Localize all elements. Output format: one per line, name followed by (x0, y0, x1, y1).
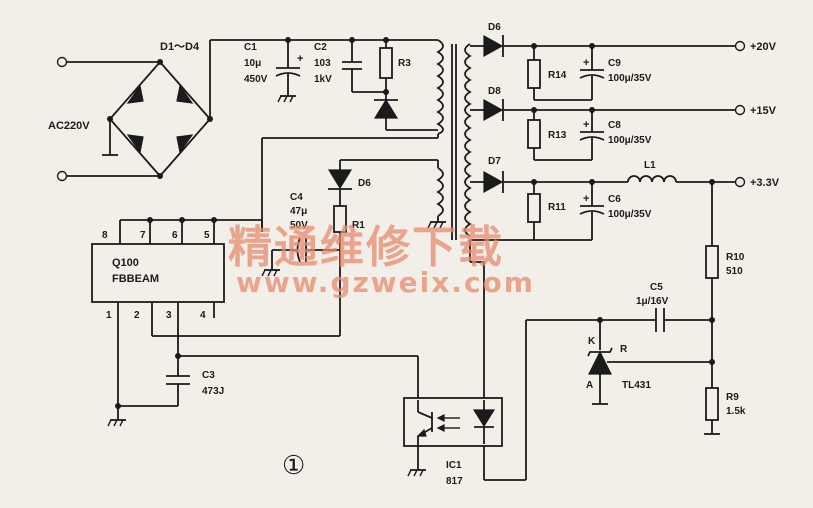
c4-name: C4 (290, 192, 303, 203)
c8-name: C8 (608, 120, 621, 131)
q100-pin2: 2 (134, 310, 140, 321)
d6-mid-label: D6 (358, 178, 371, 189)
r10-name: R10 (726, 252, 745, 263)
bridge-diode-3 (126, 134, 144, 154)
q100-pin7: 7 (140, 230, 146, 241)
r14-label: R14 (548, 70, 567, 81)
bridge-label: D1～D4 (160, 41, 200, 53)
svg-text:+: + (583, 119, 589, 131)
r9-name: R9 (726, 392, 739, 403)
r13-label: R13 (548, 130, 567, 141)
r11-label: R11 (548, 202, 566, 213)
output-3v3-label: +3.3V (750, 177, 780, 189)
feedback-network: R10 510 R9 1.5k C5 1μ/16V K R A TL431 (483, 182, 746, 481)
output-15v: + D8 R13 C8 100μ/35V +15V (470, 86, 777, 161)
svg-text:+: + (297, 53, 303, 65)
diode-d8 (483, 98, 504, 122)
c2-voltage: 1kV (314, 74, 332, 85)
capacitor-c1: + C1 10μ 450V (244, 37, 303, 103)
svg-text:+: + (583, 57, 589, 69)
bridge-diode-1 (126, 84, 144, 104)
c4-voltage: 50V (290, 220, 308, 231)
capacitor-c3: C3 473J (107, 353, 419, 427)
diode-d7 (483, 170, 504, 194)
q100-pin5: 5 (204, 230, 210, 241)
r3-label: R3 (398, 58, 411, 69)
output-20v-label: +20V (750, 41, 777, 53)
r1-label: R1 (352, 220, 365, 231)
resistor-r13 (527, 119, 541, 149)
tl431-a: A (586, 380, 593, 391)
q100-pin3: 3 (166, 310, 172, 321)
aux-feed: D6 R1 (327, 159, 446, 250)
c2-value: 103 (314, 58, 331, 69)
watermark-cn: 精通维修下载 (228, 222, 504, 273)
c5-name: C5 (650, 282, 663, 293)
svg-text:+: + (583, 193, 589, 205)
transformer (436, 39, 472, 240)
d6-top-label: D6 (488, 22, 501, 33)
figure-number: ① (282, 451, 305, 481)
c9-value: 100μ/35V (608, 73, 652, 84)
bridge-rectifier: D1～D4 (102, 39, 438, 179)
aux-diode-d6 (327, 169, 353, 190)
tl431-k: K (588, 336, 596, 347)
snubber: C2 103 1kV R3 (314, 37, 438, 131)
ic1-part: 817 (446, 476, 463, 487)
q100-name: Q100 (112, 257, 139, 269)
tl431-r: R (620, 344, 628, 355)
c8-value: 100μ/35V (608, 135, 652, 146)
inductor-l1 (627, 175, 677, 183)
r9-value: 1.5k (726, 406, 746, 417)
tl431-symbol (588, 350, 612, 375)
q100-pin4: 4 (200, 310, 206, 321)
q100-pin8: 8 (102, 230, 108, 241)
c6-value: 100μ/35V (608, 209, 652, 220)
watermark-url: www.gzweix.com (236, 266, 535, 299)
c5-value: 1μ/16V (636, 296, 669, 307)
c6-name: C6 (608, 194, 621, 205)
output-15v-label: +15V (750, 105, 777, 117)
c4-value: 47μ (290, 206, 307, 217)
optocoupler-ic1: IC1 817 (403, 397, 503, 487)
output-3v3: + D7 R11 C6 100μ/35V L1 +3.3V (470, 156, 780, 241)
bridge-diode-2 (176, 84, 194, 104)
c1-name: C1 (244, 42, 257, 53)
resistor-r10 (705, 245, 719, 279)
bridge-diode-4 (176, 134, 194, 154)
ic-q100: 8 7 6 5 Q100 FBBEAM 1 2 3 4 (91, 217, 341, 406)
resistor-r3 (379, 47, 393, 79)
output-20v: + D6 R14 C9 100μ/35V +20V (470, 22, 777, 101)
l1-label: L1 (644, 160, 656, 171)
capacitor-c4: C4 47μ 50V (261, 192, 340, 277)
c2-name: C2 (314, 42, 327, 53)
tl431-name: TL431 (622, 380, 651, 391)
resistor-r14 (527, 59, 541, 89)
r10-value: 510 (726, 266, 743, 277)
c1-voltage: 450V (244, 74, 268, 85)
primary-return (261, 134, 439, 232)
q100-pin6: 6 (172, 230, 178, 241)
c9-name: C9 (608, 58, 621, 69)
ic1-name: IC1 (446, 460, 462, 471)
q100-part: FBBEAM (112, 273, 159, 285)
ac-input: AC220V (48, 56, 160, 182)
resistor-r9 (705, 387, 719, 421)
c1-value: 10μ (244, 58, 261, 69)
q100-pin1: 1 (106, 310, 112, 321)
d8-label: D8 (488, 86, 501, 97)
secondary-return (469, 240, 485, 400)
resistor-r11 (527, 193, 541, 223)
ac-input-label: AC220V (48, 120, 90, 132)
c3-value: 473J (202, 386, 224, 397)
d7-label: D7 (488, 156, 501, 167)
snubber-diode (373, 98, 399, 119)
diode-d6-top (483, 34, 504, 58)
c3-name: C3 (202, 370, 215, 381)
